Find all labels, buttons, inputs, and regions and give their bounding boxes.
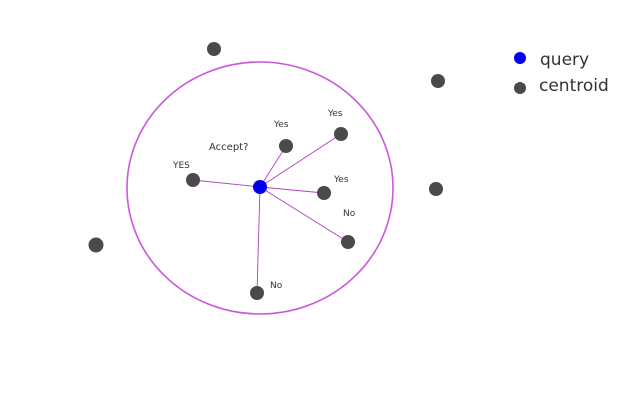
query-point	[253, 180, 267, 194]
link-n3	[192, 179, 261, 188]
legend: query centroid	[514, 50, 609, 96]
outside-centroids	[88, 42, 445, 253]
neighbor-labels: Yes Yes YES Yes No No	[172, 109, 356, 291]
label-n1: Yes	[273, 120, 289, 130]
legend-centroid-label: centroid	[539, 76, 609, 96]
centroid-outside-left	[88, 237, 104, 253]
link-n1	[259, 145, 287, 188]
centroid-n2	[334, 127, 348, 141]
link-n5	[259, 186, 349, 243]
label-n6: No	[270, 281, 283, 291]
label-n3: YES	[172, 161, 190, 171]
centroid-outside-right-top	[431, 74, 445, 88]
link-n2	[259, 133, 342, 188]
centroid-outside-top	[207, 42, 221, 56]
legend-query-label: query	[540, 50, 589, 70]
centroid-outside-right	[429, 182, 443, 196]
centroid-n5	[341, 235, 355, 249]
neighborhood-circle	[126, 61, 394, 315]
label-n2: Yes	[327, 109, 343, 119]
neighbor-centroids	[186, 127, 355, 300]
centroid-n3	[186, 173, 200, 187]
centroid-n6	[250, 286, 264, 300]
label-n5: No	[343, 209, 356, 219]
label-n4: Yes	[333, 175, 349, 185]
link-n6	[256, 186, 261, 294]
legend-centroid-marker	[514, 82, 526, 94]
centroid-n4	[317, 186, 331, 200]
link-n4	[259, 186, 325, 194]
legend-query-marker	[514, 52, 526, 64]
question-label: Accept?	[209, 142, 248, 153]
neighbor-links	[192, 133, 349, 294]
centroid-n1	[279, 139, 293, 153]
